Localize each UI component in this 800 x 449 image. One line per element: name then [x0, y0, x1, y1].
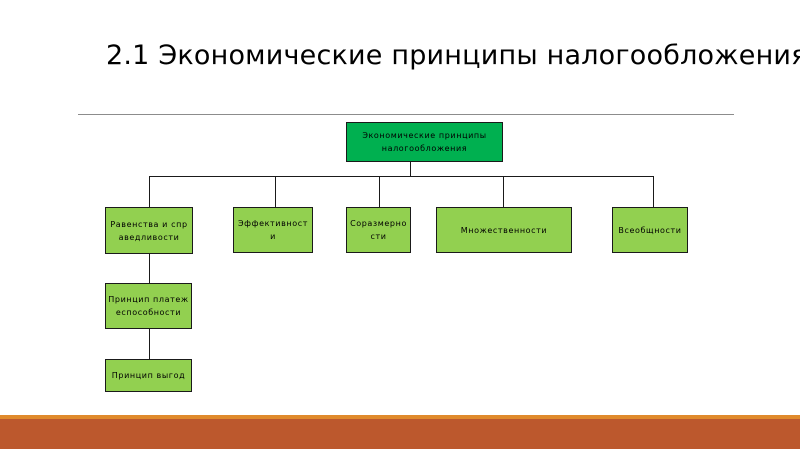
sub-node-label: Принцип выгод [111, 371, 186, 380]
child-node-equality: Равенства и справедливости [105, 207, 193, 254]
child-node-multiplicity: Множественности [436, 207, 572, 253]
root-node-label: Экономические принципы налогообложения [362, 131, 487, 153]
root-node: Экономические принципы налогообложения [346, 122, 503, 162]
child-node-label: Соразмерности [350, 219, 407, 241]
footer-accent-stripe [0, 415, 800, 419]
footer-band [0, 419, 800, 449]
sub-node-benefits: Принцип выгод [105, 359, 192, 392]
connector-to-child-1 [149, 176, 150, 207]
connector-to-child-5 [653, 176, 654, 207]
connector-horizontal-bus [149, 176, 654, 177]
child-node-label: Эффективности [238, 219, 308, 241]
connector-to-child-2 [275, 176, 276, 207]
child-node-universality: Всеобщности [612, 207, 688, 253]
connector-root-down [410, 161, 411, 177]
child-node-efficiency: Эффективности [233, 207, 313, 253]
connector-to-child-3 [379, 176, 380, 207]
child-node-label: Множественности [460, 225, 548, 235]
child-node-label: Всеобщности [618, 225, 682, 235]
child-node-proportionality: Соразмерности [346, 207, 411, 253]
connector-sub1-to-sub2 [149, 328, 150, 359]
title-divider [78, 114, 734, 115]
connector-child1-to-sub1 [149, 253, 150, 283]
child-node-label: Равенства и справедливости [110, 219, 188, 242]
connector-to-child-4 [503, 176, 504, 207]
sub-node-ability-to-pay: Принцип платежеспособности [105, 283, 192, 329]
slide-title: 2.1 Экономические принципы налогообложен… [106, 40, 800, 71]
sub-node-label: Принцип платежеспособности [108, 295, 189, 317]
